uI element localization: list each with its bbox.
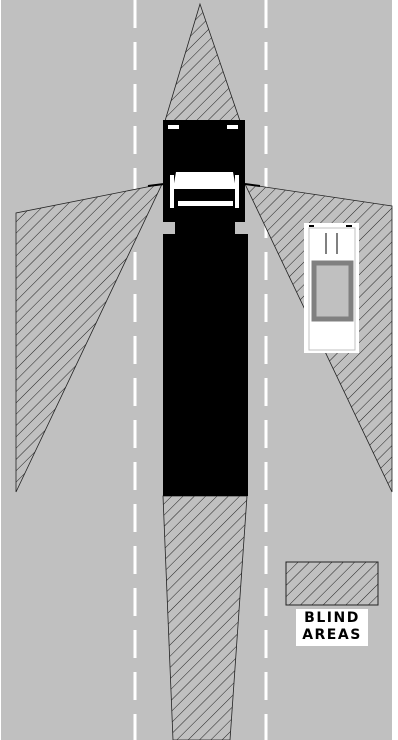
truck-mirror-left bbox=[147, 183, 165, 187]
truck-mirror-right bbox=[244, 183, 261, 187]
truck-trailer bbox=[163, 234, 248, 496]
truck-rear-window bbox=[178, 201, 233, 206]
truck-headlight-right bbox=[227, 125, 238, 129]
blind-area-left bbox=[15, 183, 163, 493]
car-shadow-outline bbox=[308, 227, 356, 351]
truck-windshield bbox=[173, 172, 236, 189]
legend-label: BLIND AREAS bbox=[296, 609, 368, 646]
truck-cab bbox=[163, 120, 245, 222]
truck-headlight-left bbox=[168, 125, 179, 129]
truck-door-right bbox=[235, 175, 239, 208]
legend-label-line2: AREAS bbox=[302, 627, 362, 643]
car-top-view-icon bbox=[304, 223, 359, 353]
legend-swatch bbox=[285, 561, 379, 606]
truck-top-view-icon bbox=[147, 120, 261, 496]
car-roof bbox=[311, 260, 354, 322]
truck-door-left bbox=[170, 175, 174, 208]
legend-label-line1: BLIND bbox=[304, 610, 360, 626]
truck-coupling bbox=[175, 220, 235, 236]
